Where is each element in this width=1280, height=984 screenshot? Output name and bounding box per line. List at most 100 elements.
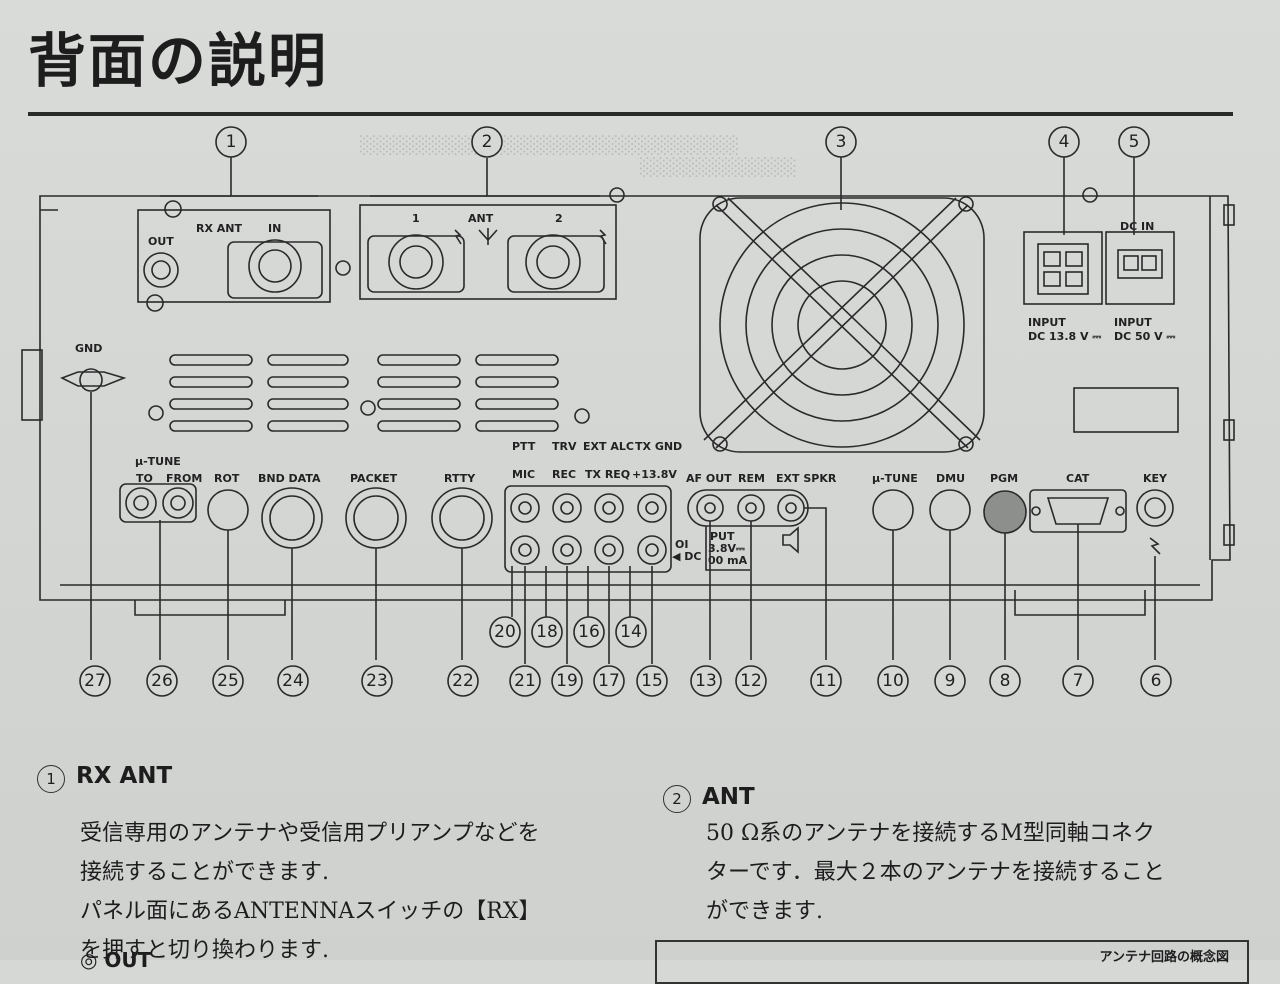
callout-25-ring (212, 665, 244, 697)
callout-26-ring (146, 665, 178, 697)
rec-label: REC (552, 468, 576, 481)
callout-17: 17 (598, 671, 620, 691)
ma-label: 00 mA (708, 554, 748, 567)
gnd-label: GND (75, 342, 102, 355)
ext-alc-label: EXT ALC (583, 440, 634, 453)
callout-6: 6 (1151, 671, 1162, 691)
rca-jacks (510, 493, 667, 565)
side-tab-2 (1223, 419, 1235, 441)
callout-8-ring (989, 665, 1021, 697)
mu-tune-to-jack (125, 487, 157, 519)
callout-9: 9 (945, 671, 956, 691)
callout-15: 15 (641, 671, 663, 691)
callout-22: 22 (452, 671, 474, 691)
title-rule (28, 112, 1233, 116)
section-2-line-1: 50 Ω系のアンテナを接続するM型同軸コネク (706, 821, 1155, 846)
dc-input-1-voltage: DC 13.8 V ⎓ (1028, 330, 1101, 343)
tx-gnd-label: TX GND (635, 440, 682, 453)
callout-24-ring (277, 665, 309, 697)
rtty-connector (431, 487, 493, 549)
callout-16: 16 (578, 622, 600, 642)
bleed-through-text-2: ░░░░░░░░░░░░ (640, 158, 797, 178)
section-1-line-2: 接続することができます. (80, 860, 329, 885)
callout-3: 3 (836, 132, 847, 152)
rca-jack-block (504, 485, 672, 573)
callout-10-ring (877, 665, 909, 697)
antenna-circuit-caption: アンテナ回路の概念図 (1099, 950, 1229, 965)
bnc-out-connector (143, 252, 179, 288)
callout-2: 2 (482, 132, 493, 152)
callout-4-ring (1048, 126, 1080, 158)
foot-right (1014, 590, 1146, 616)
section-1-title: RX ANT (76, 763, 173, 789)
ant1-inner (399, 245, 433, 279)
section-1-line-3: パネル面にあるANTENNAスイッチの【RX】 (80, 899, 541, 924)
ext-spkr-jack (777, 494, 805, 522)
key-label: KEY (1143, 472, 1168, 485)
bnc-out-inner (151, 260, 171, 280)
callout-13-ring (690, 665, 722, 697)
bnd-data-connector (261, 487, 323, 549)
oi-label: OI (675, 538, 688, 551)
tx-req-label: TX REQ (585, 468, 630, 481)
label-plate (1073, 387, 1179, 433)
page-title: 背面の説明 (28, 27, 329, 95)
dmu-label: DMU (936, 472, 965, 485)
v38-label: 3.8V⎓ (708, 542, 745, 555)
rx-ant-in-inner (258, 249, 292, 283)
callout-12-ring (735, 665, 767, 697)
callout-23-ring (361, 665, 393, 697)
rot-label: ROT (214, 472, 240, 485)
antenna-icon (478, 228, 498, 245)
rem-jack (737, 494, 765, 522)
section-1-number: 1 (37, 765, 65, 793)
callout-1: 1 (226, 132, 237, 152)
mu-tune-to-label: TO (136, 472, 153, 485)
mic-label: MIC (512, 468, 535, 481)
screw (1082, 187, 1098, 203)
callout-25: 25 (217, 671, 239, 691)
section-1-line-4: を押すと切り換わります. (80, 938, 329, 963)
screw (335, 260, 351, 276)
callout-7: 7 (1073, 671, 1084, 691)
callout-3-ring (825, 126, 857, 158)
pgm-label: PGM (990, 472, 1018, 485)
cooling-fan (699, 196, 985, 453)
rx-ant-box (137, 209, 331, 303)
callout-21: 21 (514, 671, 536, 691)
callout-17-ring (593, 665, 625, 697)
screw (164, 200, 182, 218)
callout-8: 8 (1000, 671, 1011, 691)
callout-11-ring (810, 665, 842, 697)
mu-tune-from-jack (162, 487, 194, 519)
mu-tune-right-connector (872, 489, 914, 531)
bnd-data-label: BND DATA (258, 472, 321, 485)
put-label: PUT (710, 530, 735, 543)
ant1-connector (388, 234, 444, 290)
callout-26: 26 (151, 671, 173, 691)
section-1-sub-heading: ◎ OUT (80, 948, 152, 972)
rx-ant-in-label: IN (268, 222, 281, 235)
rot-connector (207, 489, 249, 531)
callout-1-ring (215, 126, 247, 158)
rca-leaders (511, 566, 653, 664)
callout-13: 13 (695, 671, 717, 691)
rx-ant-label: RX ANT (196, 222, 243, 235)
speaker-icon (782, 526, 799, 554)
callout-5-ring (1118, 126, 1150, 158)
side-tab-3 (1223, 524, 1235, 546)
rx-ant-in-flange (227, 241, 323, 299)
dmu-connector (929, 489, 971, 531)
section-2-line-3: ができます. (706, 899, 823, 924)
callout-18-ring (531, 616, 563, 648)
ant2-connector (525, 234, 581, 290)
mu-tune-right-label: μ-TUNE (872, 472, 918, 485)
rtty-label: RTTY (444, 472, 476, 485)
dc-input-2-label: INPUT (1114, 316, 1152, 329)
callout-6-ring (1140, 665, 1172, 697)
callout-27-ring (79, 665, 111, 697)
callout-12: 12 (740, 671, 762, 691)
ant1-flange (367, 235, 465, 293)
p138-label: +13.8V (632, 468, 677, 481)
